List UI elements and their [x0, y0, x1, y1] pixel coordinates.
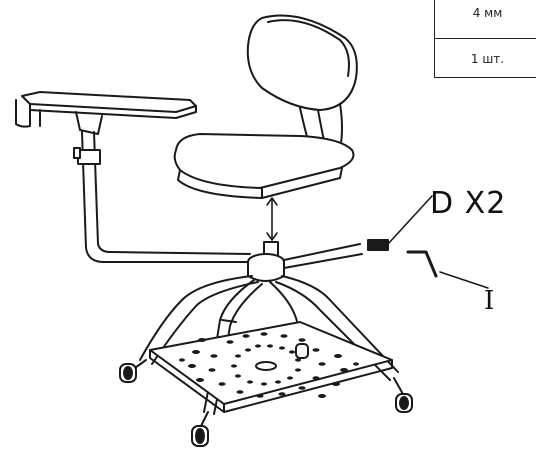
part-d-bolt — [367, 195, 433, 251]
writing-tablet — [15, 91, 197, 135]
tablet-arm — [73, 131, 251, 263]
spec-size: 4 мм — [472, 6, 503, 20]
part-i-hex-key — [406, 250, 489, 289]
assembly-arrow — [266, 197, 278, 241]
chair-backrest — [246, 14, 358, 151]
spec-divider — [435, 38, 536, 39]
center-hub — [247, 241, 285, 282]
lower-basket — [149, 321, 393, 413]
spec-quantity: 1 шт. — [470, 52, 505, 66]
spec-table: 4 мм 1 шт. — [434, 0, 536, 78]
callout-part-i: I — [484, 286, 495, 316]
chair-casters — [119, 343, 413, 447]
chair-seat — [173, 133, 355, 199]
callout-part-d: D X2 — [430, 186, 507, 221]
basket-perforations — [179, 332, 359, 398]
side-bar — [283, 243, 363, 269]
chair-legs — [131, 275, 405, 429]
